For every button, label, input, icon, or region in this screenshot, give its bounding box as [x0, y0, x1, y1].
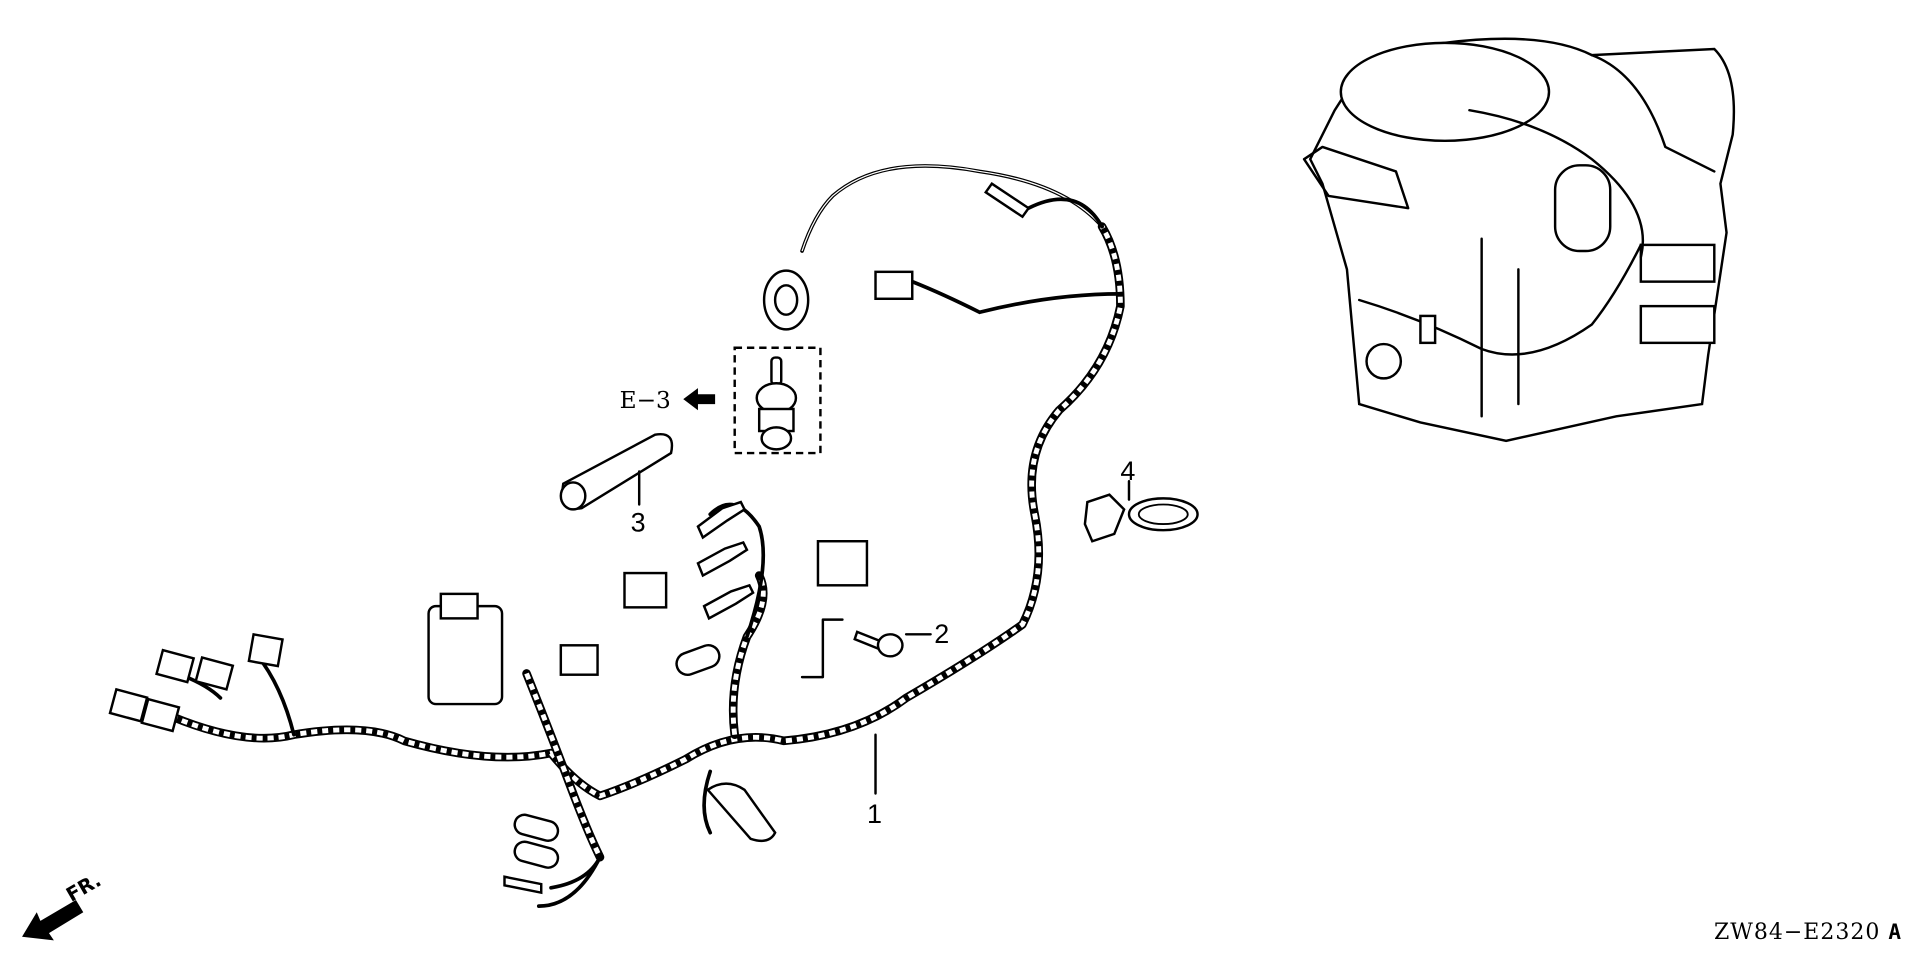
ecu-connector: [427, 604, 504, 706]
callout-2[interactable]: 2: [934, 619, 949, 649]
drawing-revision: A: [1888, 920, 1902, 944]
front-label: FR.: [62, 869, 105, 907]
bolt-part[interactable]: [853, 630, 904, 658]
band-clamp-part[interactable]: [1083, 493, 1199, 543]
leader-2: [800, 618, 932, 679]
front-arrow-icon: [22, 900, 84, 941]
reference-label[interactable]: E−3: [620, 387, 671, 414]
reference-arrow-icon: [683, 388, 716, 411]
sensor-reference-box[interactable]: [733, 346, 822, 455]
connectors: [108, 181, 1031, 895]
callout-1[interactable]: 1: [867, 799, 882, 829]
front-direction-indicator: FR.: [22, 869, 105, 941]
engine-overview: [1302, 37, 1736, 443]
drawing-code: ZW84−E2320 A: [1714, 920, 1902, 945]
wire-harness[interactable]: [167, 164, 1125, 908]
callout-4[interactable]: 4: [1120, 456, 1135, 486]
tube-part[interactable]: [559, 432, 674, 511]
drawing-code-number: ZW84−E2320: [1713, 920, 1881, 945]
callout-3[interactable]: 3: [631, 507, 646, 537]
